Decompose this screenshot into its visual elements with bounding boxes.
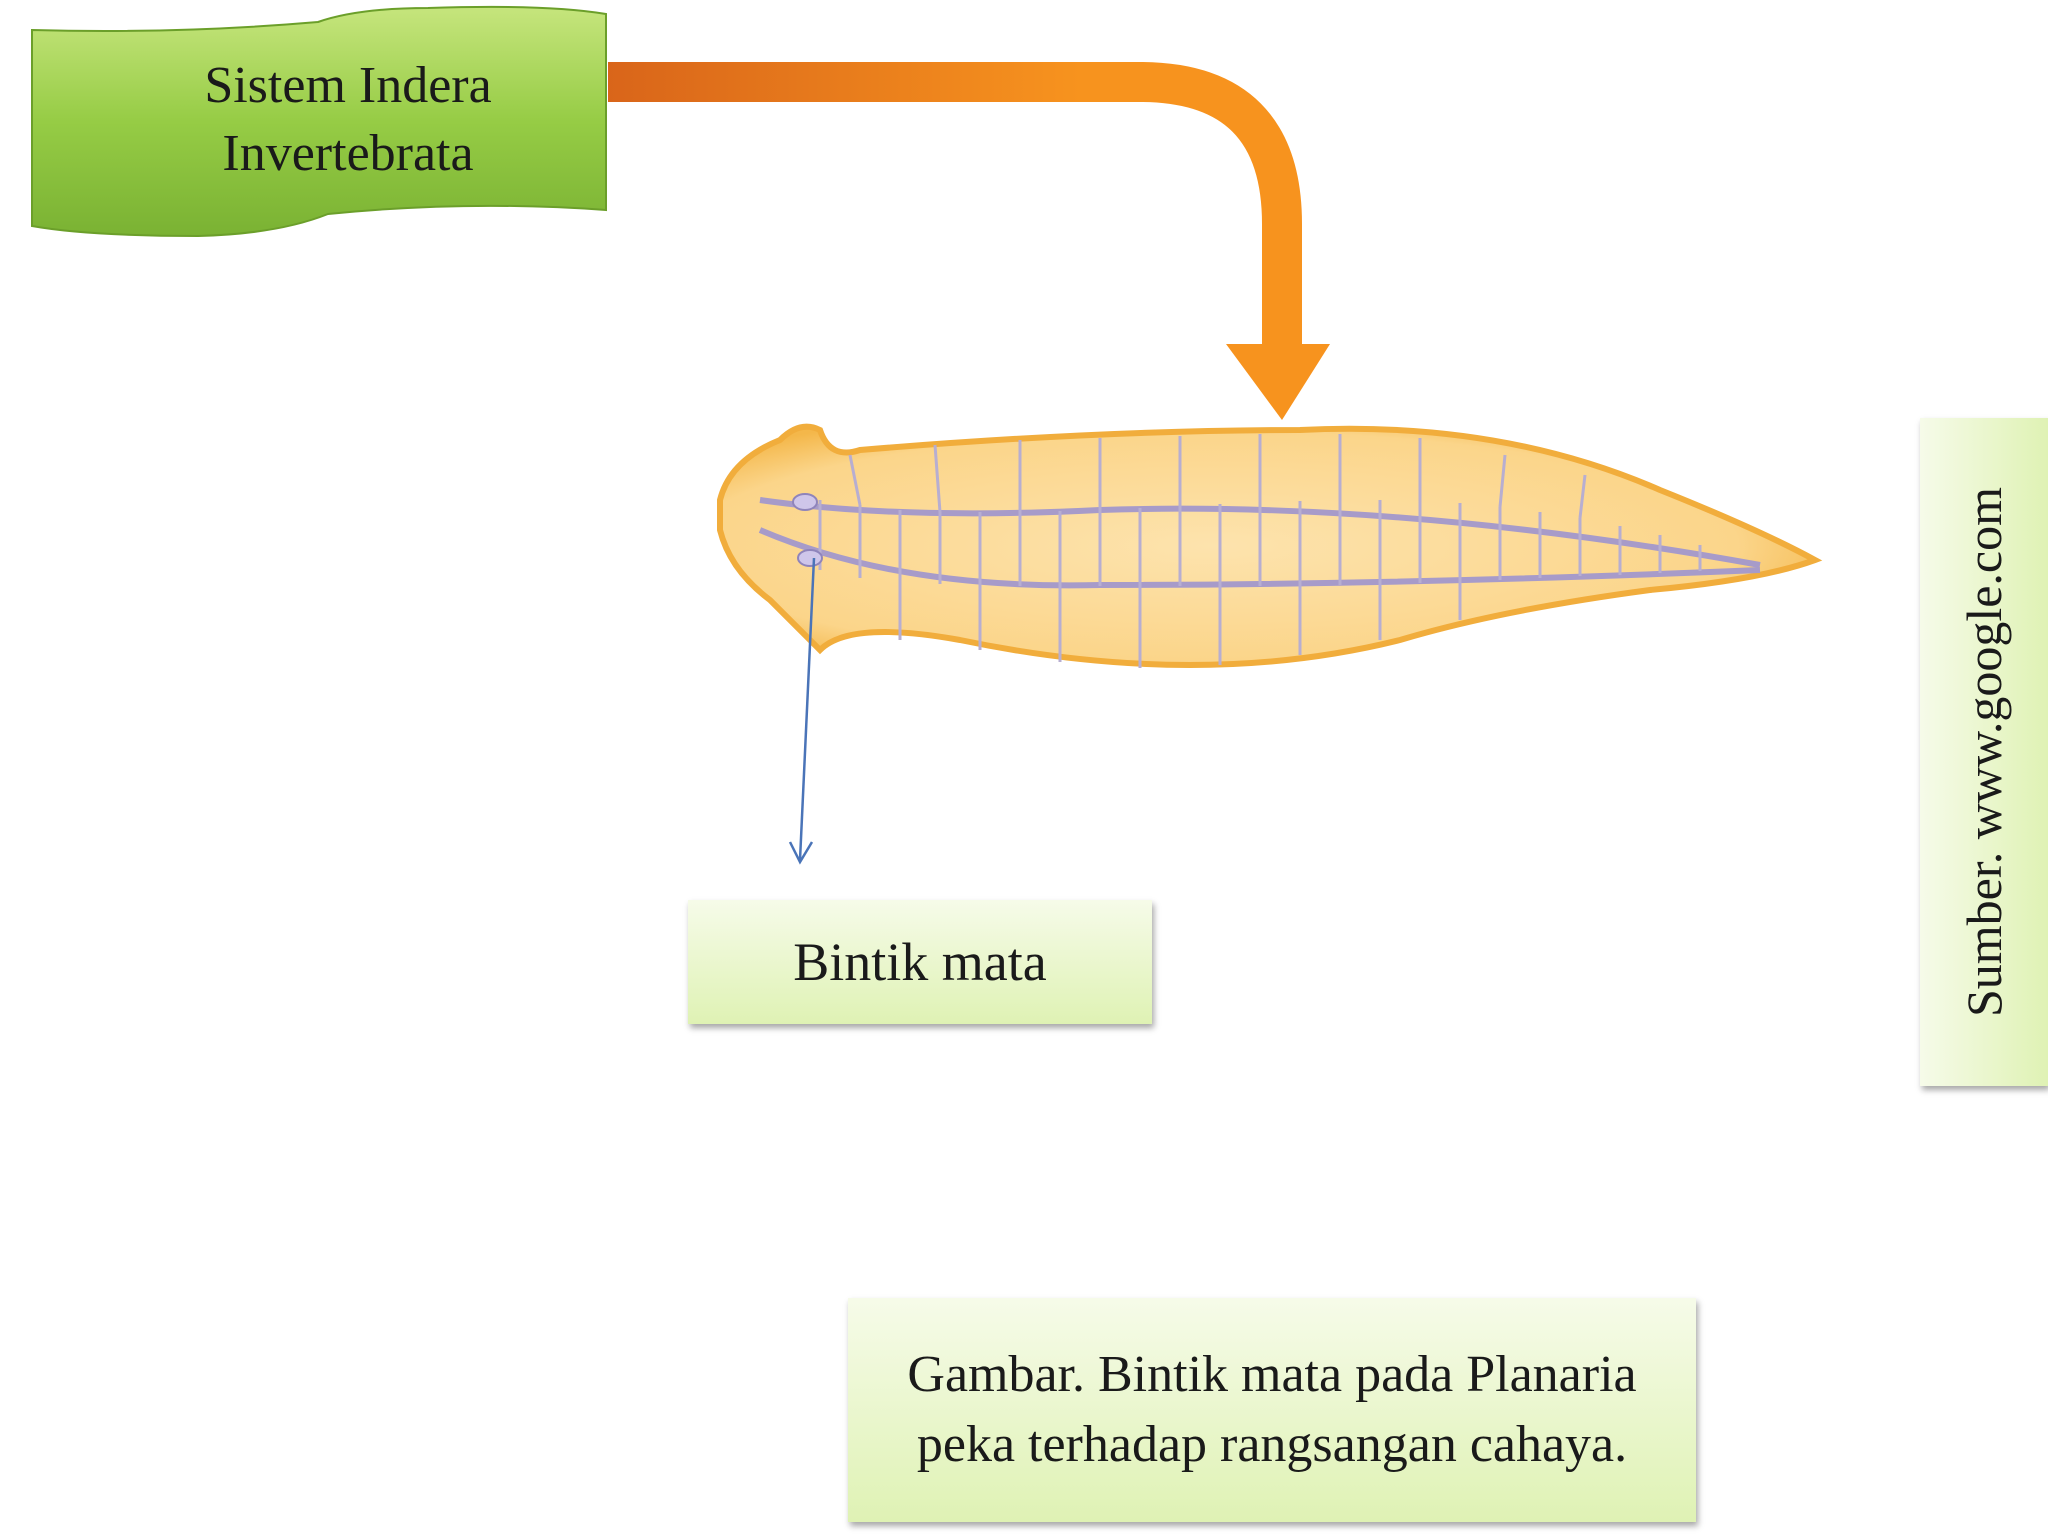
source-text: Sumber. www.google.com bbox=[1956, 486, 2012, 1018]
page-title: Sistem Indera Invertebrata bbox=[68, 52, 628, 188]
title-line-1: Sistem Indera bbox=[204, 57, 492, 114]
caption-line-2: peka terhadap rangsangan cahaya. bbox=[916, 1416, 1628, 1473]
eyespot-label: Bintik mata bbox=[688, 900, 1152, 1024]
banner-shape bbox=[31, 5, 607, 238]
planaria-illustration bbox=[717, 423, 1823, 668]
title-line-2: Invertebrata bbox=[222, 125, 474, 182]
source-box: Sumber. www.google.com bbox=[1920, 418, 2048, 1086]
caption-line-1: Gambar. Bintik mata pada Planaria bbox=[907, 1346, 1637, 1403]
figure-caption: Gambar. Bintik mata pada Planaria peka t… bbox=[848, 1298, 1696, 1522]
title-banner: Sistem Indera Invertebrata bbox=[28, 0, 610, 240]
